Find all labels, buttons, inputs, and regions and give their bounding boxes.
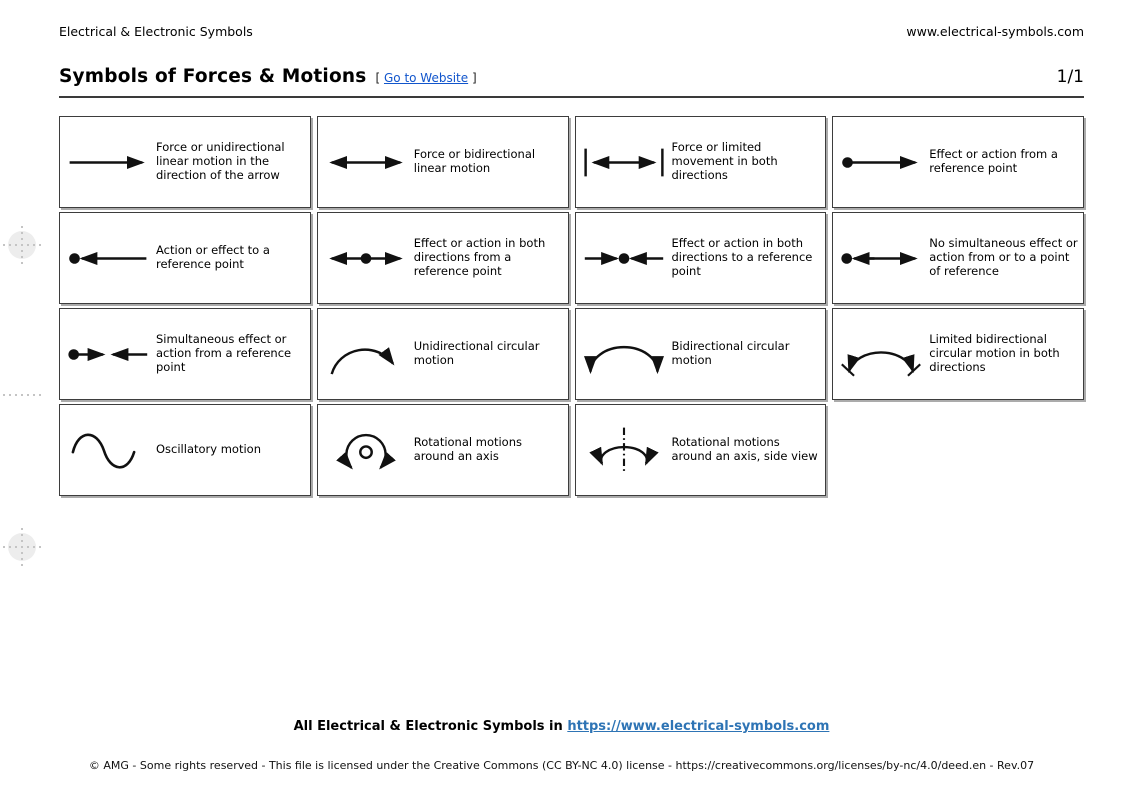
no-simultaneous-effect-icon (840, 234, 922, 283)
circular-limited-icon (840, 330, 922, 379)
symbol-cell-rotational-around-axis-side: Rotational motions around an axis, side … (574, 404, 827, 496)
goto-website-link[interactable]: Go to Website (383, 71, 469, 85)
alignment-cross-mark (0, 223, 44, 267)
symbol-description: Unidirectional circular motion (413, 339, 540, 367)
symbol-cell-circular-limited: Limited bidirectional circular motion in… (832, 308, 1084, 400)
symbol-cell-force-unidirectional: Force or unidirectional linear motion in… (59, 116, 311, 208)
symbol-grid: Force or unidirectional linear motion in… (59, 116, 1084, 496)
force-limited-icon (583, 138, 665, 187)
symbol-cell-simultaneous-effect: Simultaneous effect or action from a ref… (59, 308, 311, 400)
symbol-description: Force or unidirectional linear motion in… (156, 140, 285, 182)
force-bidirectional-icon (325, 138, 407, 187)
page-title: Symbols of Forces & Motions (59, 66, 367, 87)
circular-bidirectional-icon (583, 330, 665, 379)
rotational-around-axis-side-icon (583, 426, 665, 475)
bracket-open: [ (375, 71, 381, 85)
symbol-description: Effect or action in both directions from… (413, 236, 546, 278)
alignment-dot-row (3, 394, 43, 396)
symbol-cell-both-directions-to-reference: Effect or action in both directions to a… (574, 212, 827, 304)
both-directions-to-reference-icon (583, 234, 665, 283)
action-to-reference-icon (67, 234, 149, 283)
symbol-description: Effect or action in both directions to a… (671, 236, 813, 278)
symbol-description: Limited bidirectional circular motion in… (929, 332, 1060, 374)
copyright-line: © AMG - Some rights reserved - This file… (88, 759, 1035, 772)
symbol-cell-rotational-around-axis: Rotational motions around an axis (316, 404, 569, 496)
symbol-cell-force-bidirectional: Force or bidirectional linear motion (316, 116, 569, 208)
goto-website-wrap: [ Go to Website ] (375, 71, 476, 85)
symbol-description: Force or bidirectional linear motion (413, 147, 536, 175)
symbol-cell-effect-from-reference: Effect or action from a reference point (832, 116, 1084, 208)
symbol-cell-circular-bidirectional: Bidirectional circular motion (574, 308, 827, 400)
alignment-dots-vertical (21, 528, 23, 566)
symbol-description: Rotational motions around an axis (413, 435, 523, 463)
both-directions-from-reference-icon (325, 234, 407, 283)
alignment-dots-vertical (21, 226, 23, 264)
symbol-cell-no-simultaneous-effect: No simultaneous effect or action from or… (832, 212, 1084, 304)
simultaneous-effect-icon (67, 330, 149, 379)
header-right-url: www.electrical-symbols.com (906, 24, 1084, 39)
symbol-description: Action or effect to a reference point (156, 243, 270, 271)
footer-prefix: All Electrical & Electronic Symbols in (293, 719, 563, 734)
rotational-around-axis-icon (325, 426, 407, 475)
symbol-description: Bidirectional circular motion (671, 339, 790, 367)
footer-bold-line: All Electrical & Electronic Symbols in h… (0, 719, 1123, 734)
symbol-description: Force or limited movement in both direct… (671, 140, 778, 182)
bracket-close: ] (471, 71, 477, 85)
effect-from-reference-icon (840, 138, 922, 187)
symbol-description: Rotational motions around an axis, side … (671, 435, 818, 463)
title-row: Symbols of Forces & Motions [ Go to Webs… (59, 66, 1084, 98)
force-unidirectional-icon (67, 138, 149, 187)
symbol-cell-circular-unidirectional: Unidirectional circular motion (316, 308, 569, 400)
oscillatory-motion-icon (67, 426, 149, 475)
symbol-cell-both-directions-from-reference: Effect or action in both directions from… (316, 212, 569, 304)
alignment-cross-mark (0, 525, 44, 569)
symbol-description: Effect or action from a reference point (929, 147, 1058, 175)
circular-unidirectional-icon (325, 330, 407, 379)
page-number: 1/1 (1056, 67, 1084, 87)
page-header: Electrical & Electronic Symbols www.elec… (59, 24, 1084, 39)
symbol-description: Oscillatory motion (156, 442, 261, 457)
symbol-cell-oscillatory-motion: Oscillatory motion (59, 404, 311, 496)
footer-website-link[interactable]: https://www.electrical-symbols.com (567, 719, 830, 734)
symbol-cell-action-to-reference: Action or effect to a reference point (59, 212, 311, 304)
header-left-label: Electrical & Electronic Symbols (59, 24, 253, 39)
symbol-description: No simultaneous effect or action from or… (929, 236, 1078, 278)
symbol-cell-force-limited: Force or limited movement in both direct… (574, 116, 827, 208)
symbol-description: Simultaneous effect or action from a ref… (156, 332, 292, 374)
